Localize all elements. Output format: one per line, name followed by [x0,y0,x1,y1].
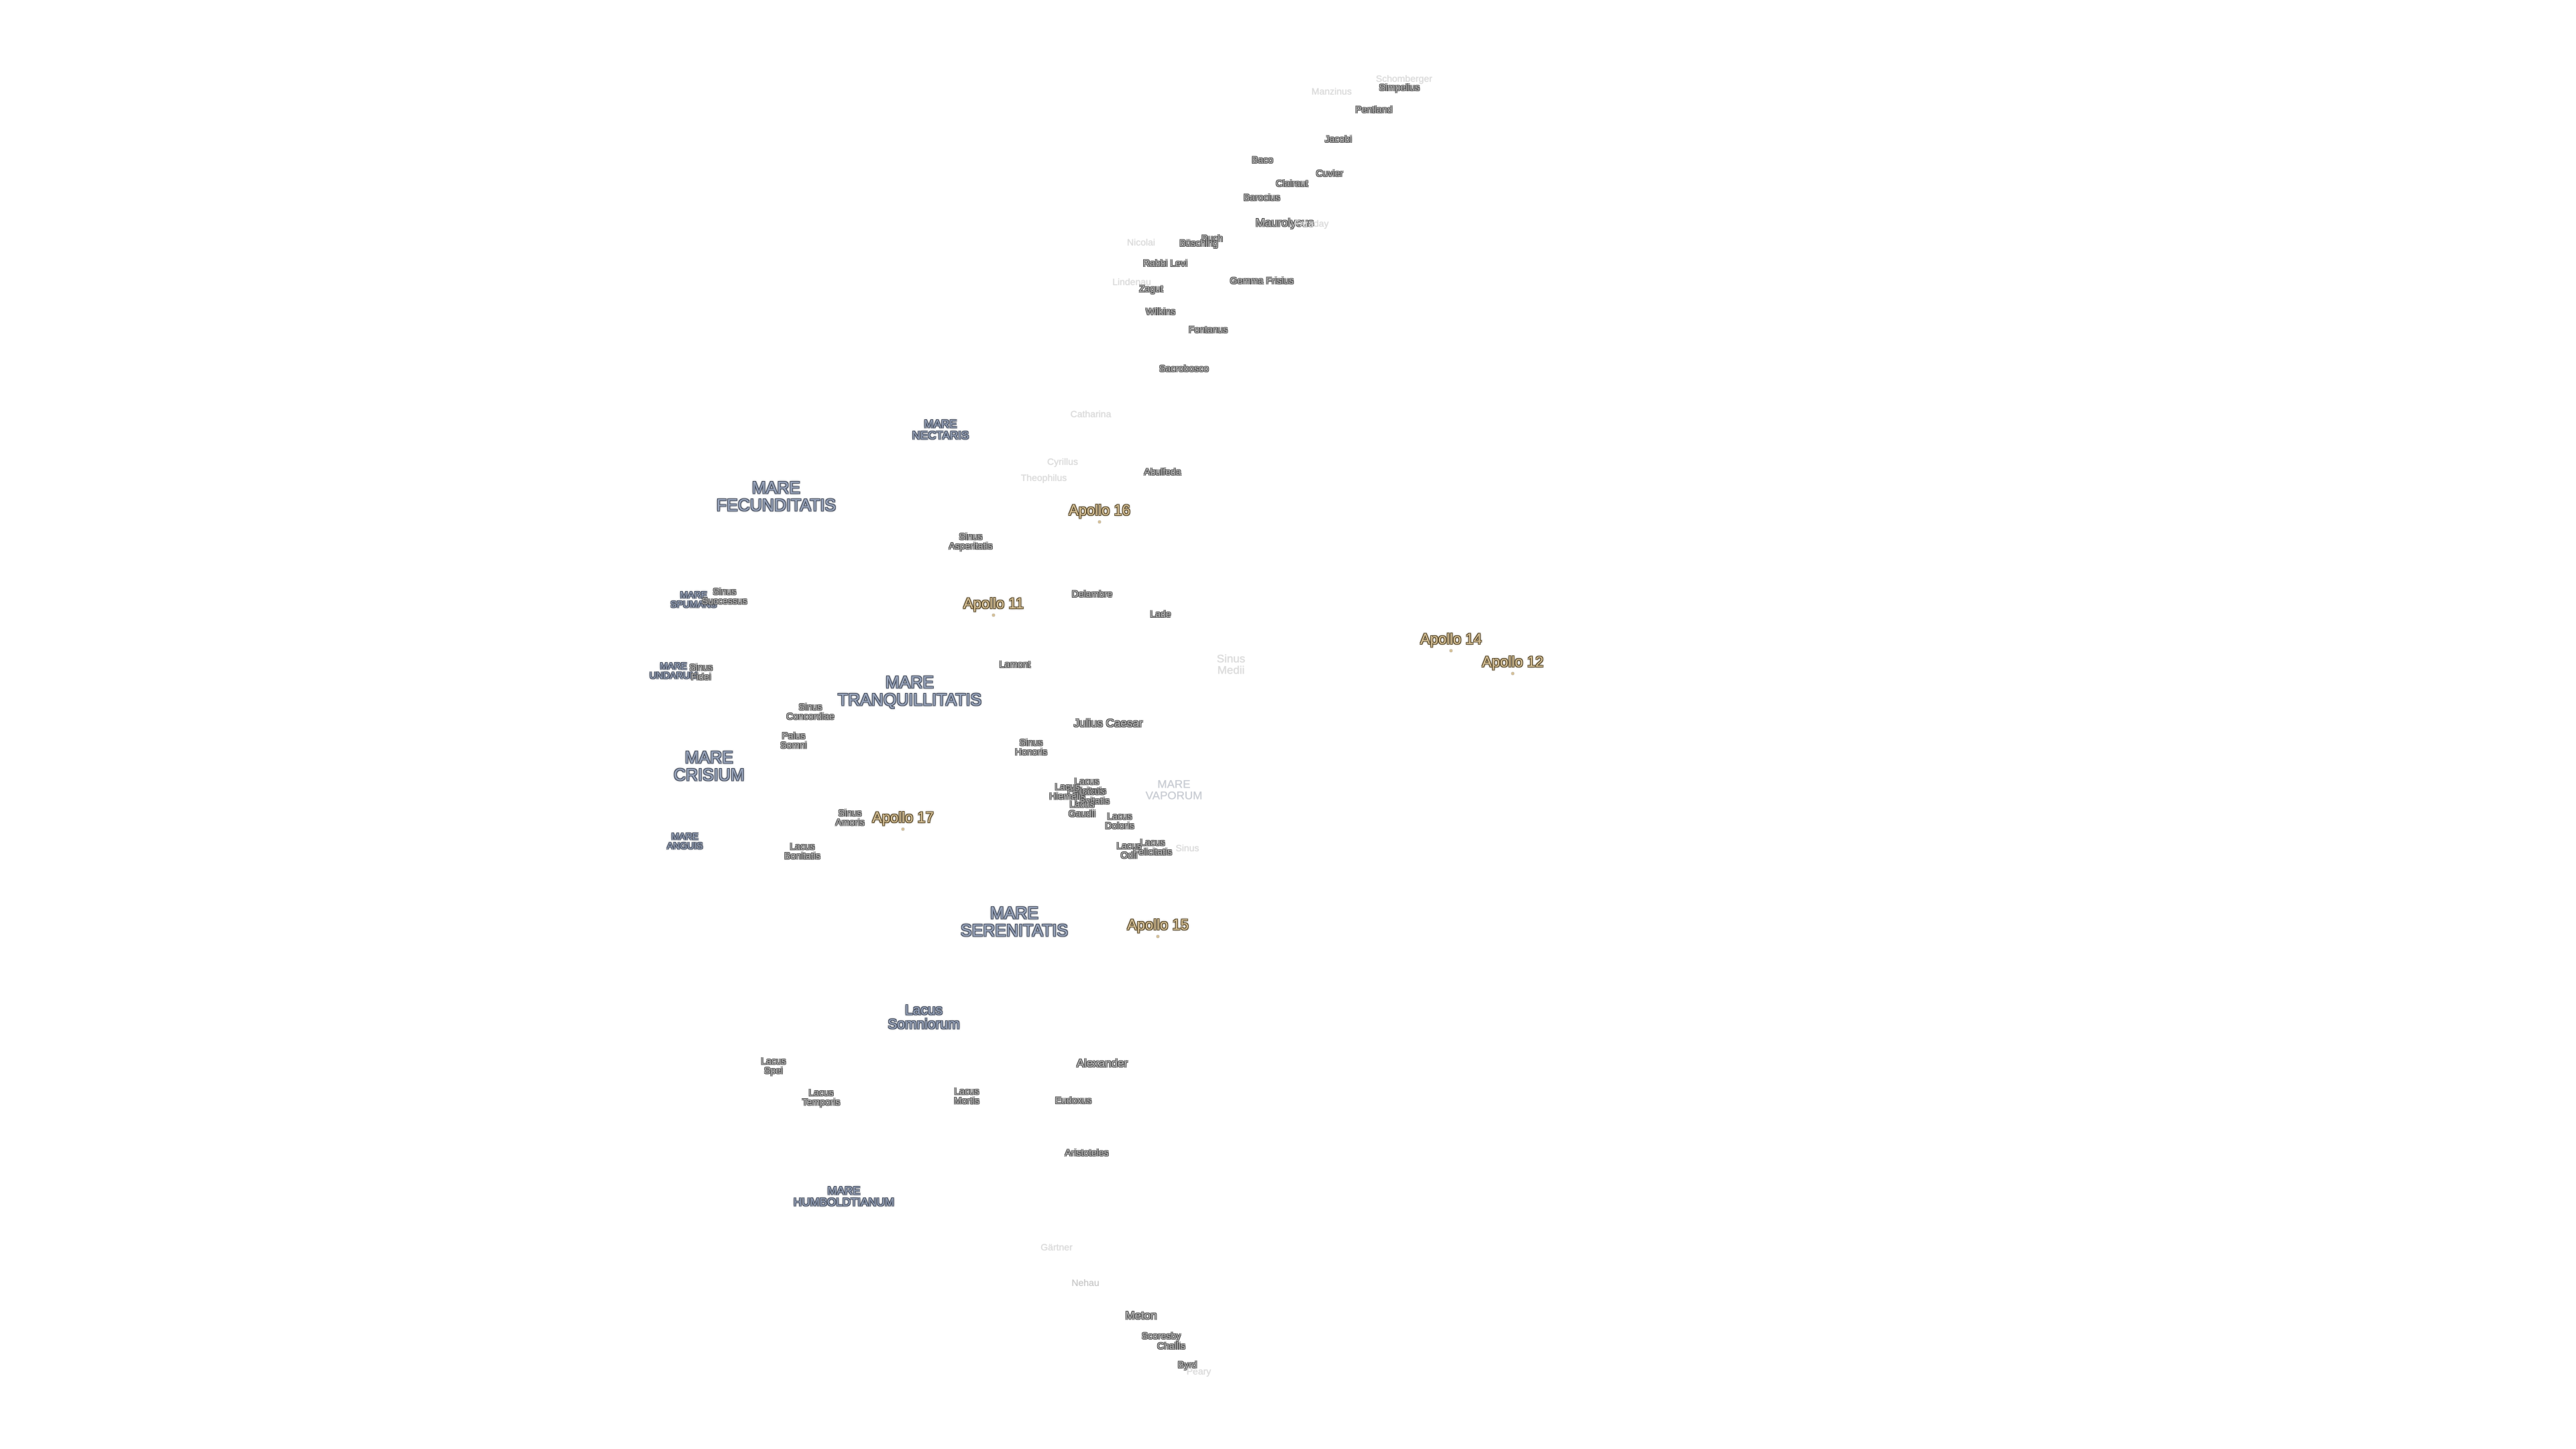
crater-label-eudoxus: Eudoxus [1055,1094,1092,1106]
crater-label-gemma-frisius: Gemma Frisius [1230,274,1294,286]
crater-label-simpelius: Simpelius [1379,81,1420,93]
crater-label-nicolai: Nicolai [1126,236,1156,248]
apollo-12-site-marker [1511,672,1514,675]
apollo-15-site-marker [1157,935,1159,938]
sinus-label-asperitatis: Sinus Asperitatis [949,531,993,551]
sinus-label-successus: Sinus Successus [702,586,747,606]
sinus-label-medii: Sinus Medii [1216,652,1246,677]
crater-label-wilkins: Wilkins [1145,305,1176,317]
crater-label-alexander: Alexander [1076,1057,1128,1070]
crater-label-zagut: Zagut [1139,282,1163,294]
lacus-label-felicitatis-2: Lacus Felicitatis [1132,837,1173,857]
crater-label-aristoteles: Aristoteles [1065,1146,1109,1158]
crater-label-barocius: Barocius [1243,191,1281,203]
crater-label-byrd: Byrd [1177,1358,1197,1370]
mare-label-nectaris: MARE NECTARIS [912,417,969,442]
crater-label-lindenau: Lindenau [1112,276,1151,287]
crater-label-lamont: Lamont [999,658,1031,669]
palus-label-somni: Palus Somni [780,730,807,751]
lacus-label-lenitatis: Lacus Lenitatis [1074,786,1110,806]
apollo-16-site-marker [1098,521,1101,523]
crater-label-baco: Baco [1252,154,1273,165]
crater-label-schomberger: Schomberger [1375,72,1433,84]
crater-label-pentland: Pentland [1355,103,1393,115]
crater-label-fontanus: Fontanus [1188,323,1228,335]
apollo-label-12: Apollo 12 [1482,653,1544,670]
apollo-11-site-marker [992,614,995,616]
lacus-label-spei: Lacus Spei [761,1055,786,1076]
crater-label-jacobi: Jacobi [1324,133,1352,144]
crater-label-clairaut: Clairaut [1275,177,1309,189]
lacus-label-mortis: Lacus Mortis [953,1085,980,1106]
crater-label-abulfeda: Abulfeda [1144,466,1181,477]
sinus-label-aestuum: Sinus [1175,842,1199,853]
crater-label-cuvier: Cuvier [1316,167,1344,178]
apollo-label-15: Apollo 15 [1127,916,1189,933]
crater-label-challis: Challis [1157,1340,1186,1351]
crater-label-buch: Buch [1201,232,1223,244]
mare-label-anguis: MARE ANGUIS [667,830,703,851]
crater-label-delambre: Delambre [1071,588,1113,599]
mare-label-tranquillitatis: MARE TRANQUILLITATIS [837,673,982,709]
mare-label-spumans: MARE SPUMANS [670,589,717,610]
crater-label-busching: Büsching [1179,237,1218,248]
lacus-label-hiemalis: Lacus Hiemalis [1049,781,1085,802]
crater-label-sacrobosco: Sacrobosco [1159,362,1209,374]
lacus-label-temporis: Lacus Temporis [802,1087,841,1108]
crater-label-lade: Lade [1150,608,1171,619]
crater-label-peary: Peary [1186,1365,1212,1377]
crater-label-manzinus: Manzinus [1311,85,1352,97]
crater-label-gaertner: Gärtner [1040,1241,1073,1252]
crater-label-catharina: Catharina [1070,408,1112,419]
crater-label-theophilus: Theophilus [1020,472,1067,483]
sinus-label-honoris: Sinus Honoris [1014,737,1048,757]
crater-label-meton: Meton [1125,1309,1157,1322]
mare-label-crisium: MARE CRISIUM [674,748,745,784]
lacus-label-bonitatis: Lacus Bonitatis [784,841,820,861]
lacus-label-gaudii: Lacus Gaudii [1068,798,1096,819]
mare-label-fecunditatis: MARE FECUNDITATIS [716,478,837,515]
sinus-label-amoris: Sinus Amoris [835,807,865,828]
apollo-label-11: Apollo 11 [963,594,1024,612]
lacus-label-odii: Lacus Odii [1116,840,1142,861]
crater-label-faraday: Faraday [1294,217,1329,229]
mare-label-serenitatis: MARE SERENITATIS [960,904,1069,940]
apollo-14-site-marker [1450,649,1452,652]
crater-label-rabbi-levi: Rabbi Levi [1142,257,1188,268]
apollo-label-16: Apollo 16 [1069,501,1130,519]
lacus-label-felicitatis: Lacus Felicitatis [1067,775,1107,796]
crater-label-nehau: Nehau [1071,1277,1099,1288]
lacus-label-somniorum: Lacus Somniorum [888,1002,960,1032]
sinus-label-fidei: Sinus Fidei [689,661,713,682]
mare-label-undarum: MARE UNDARUM [649,660,698,681]
sinus-label-concordiae: Sinus Concordiae [786,701,835,722]
mare-label-vaporum: MARE VAPORUM [1145,777,1203,802]
crater-label-scoresby: Scoresby [1141,1330,1181,1341]
crater-label-maurolycus: Maurolycus [1255,216,1314,229]
crater-label-cyrillus: Cyrillus [1047,455,1078,467]
apollo-17-site-marker [902,828,904,830]
lacus-label-doloris: Lacus Doloris [1105,810,1134,831]
mare-label-humboldtianum: MARE HUMBOLDTIANUM [793,1184,895,1209]
apollo-label-17: Apollo 17 [872,808,934,826]
crater-label-julius-caesar: Julius Caesar [1073,716,1143,730]
apollo-label-14: Apollo 14 [1420,630,1482,647]
